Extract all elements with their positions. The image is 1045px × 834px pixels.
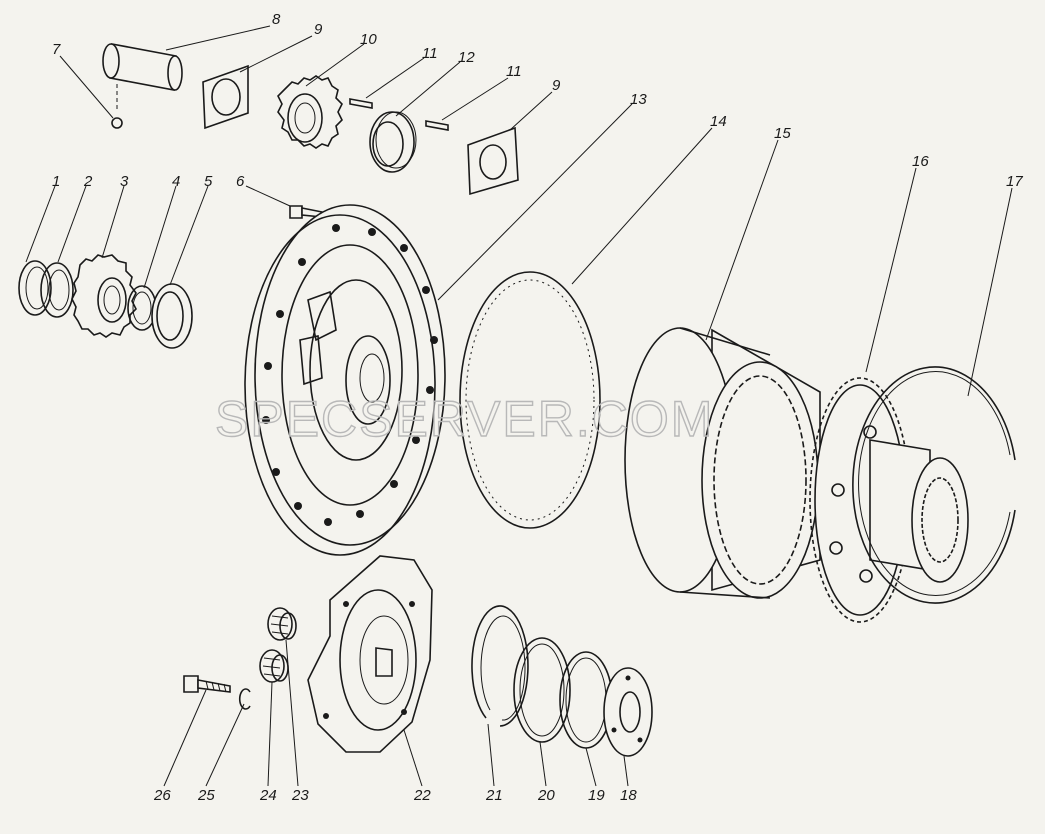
callout-11-second: 11 bbox=[506, 63, 522, 80]
callout-25: 25 bbox=[197, 787, 215, 804]
callout-3: 3 bbox=[120, 173, 129, 190]
part-11-pin-2 bbox=[425, 120, 449, 131]
watermark-text: SPECSERVER.COM bbox=[215, 391, 714, 447]
part-11-pin bbox=[349, 98, 373, 109]
callout-7: 7 bbox=[52, 41, 61, 58]
callout-14: 14 bbox=[710, 113, 727, 130]
callout-17: 17 bbox=[1006, 173, 1023, 190]
callout-22: 22 bbox=[413, 787, 431, 804]
part-5-washer bbox=[151, 283, 193, 349]
callout-16: 16 bbox=[912, 153, 929, 170]
part-18-flange bbox=[603, 667, 653, 757]
part-9-plate bbox=[202, 64, 249, 130]
callout-19: 19 bbox=[588, 787, 605, 804]
part-26-bolt bbox=[183, 675, 231, 693]
part-24-plug bbox=[259, 649, 289, 683]
callout-4: 4 bbox=[172, 173, 180, 190]
part-2-ring bbox=[40, 262, 74, 318]
callout-2: 2 bbox=[83, 173, 93, 190]
callout-9: 9 bbox=[314, 21, 323, 38]
leader-lines bbox=[25, 25, 1013, 787]
part-17-snap-ring bbox=[852, 366, 1016, 604]
part-23-plug bbox=[267, 607, 297, 641]
part-16-hub bbox=[809, 377, 969, 623]
callout-13: 13 bbox=[630, 91, 647, 108]
part-22-cover bbox=[307, 555, 433, 753]
part-21-snap-ring bbox=[471, 605, 529, 727]
callout-numbers: 7 8 9 10 11 12 11 9 13 14 15 16 17 1 2 3… bbox=[52, 11, 1023, 804]
part-1-snap-ring bbox=[18, 260, 52, 316]
callout-6: 6 bbox=[236, 173, 245, 190]
callout-23: 23 bbox=[291, 787, 309, 804]
part-10-gear bbox=[277, 75, 343, 149]
callout-20: 20 bbox=[537, 787, 555, 804]
part-9-plate-2 bbox=[467, 126, 519, 196]
callout-24: 24 bbox=[259, 787, 277, 804]
callout-12: 12 bbox=[458, 49, 475, 66]
callout-18: 18 bbox=[620, 787, 637, 804]
part-15-ring-gear bbox=[624, 327, 821, 599]
part-20-ring bbox=[513, 637, 571, 743]
part-25-lock-washer bbox=[238, 688, 251, 710]
carrier-bolt-holes bbox=[262, 224, 438, 526]
callout-15: 15 bbox=[774, 125, 791, 142]
callout-8: 8 bbox=[272, 11, 281, 28]
callout-21: 21 bbox=[485, 787, 503, 804]
callout-11: 11 bbox=[422, 45, 438, 62]
callout-5: 5 bbox=[204, 173, 213, 190]
part-12-bushing bbox=[369, 111, 417, 173]
callout-9-second: 9 bbox=[552, 77, 561, 94]
part-13-carrier bbox=[244, 204, 446, 556]
callout-26: 26 bbox=[153, 787, 171, 804]
part-14-ring bbox=[459, 271, 601, 529]
part-8-pin bbox=[102, 43, 183, 112]
callout-10: 10 bbox=[360, 31, 377, 48]
callout-1: 1 bbox=[52, 173, 60, 190]
part-3-gear bbox=[71, 254, 137, 338]
part-7-ball bbox=[111, 117, 123, 129]
